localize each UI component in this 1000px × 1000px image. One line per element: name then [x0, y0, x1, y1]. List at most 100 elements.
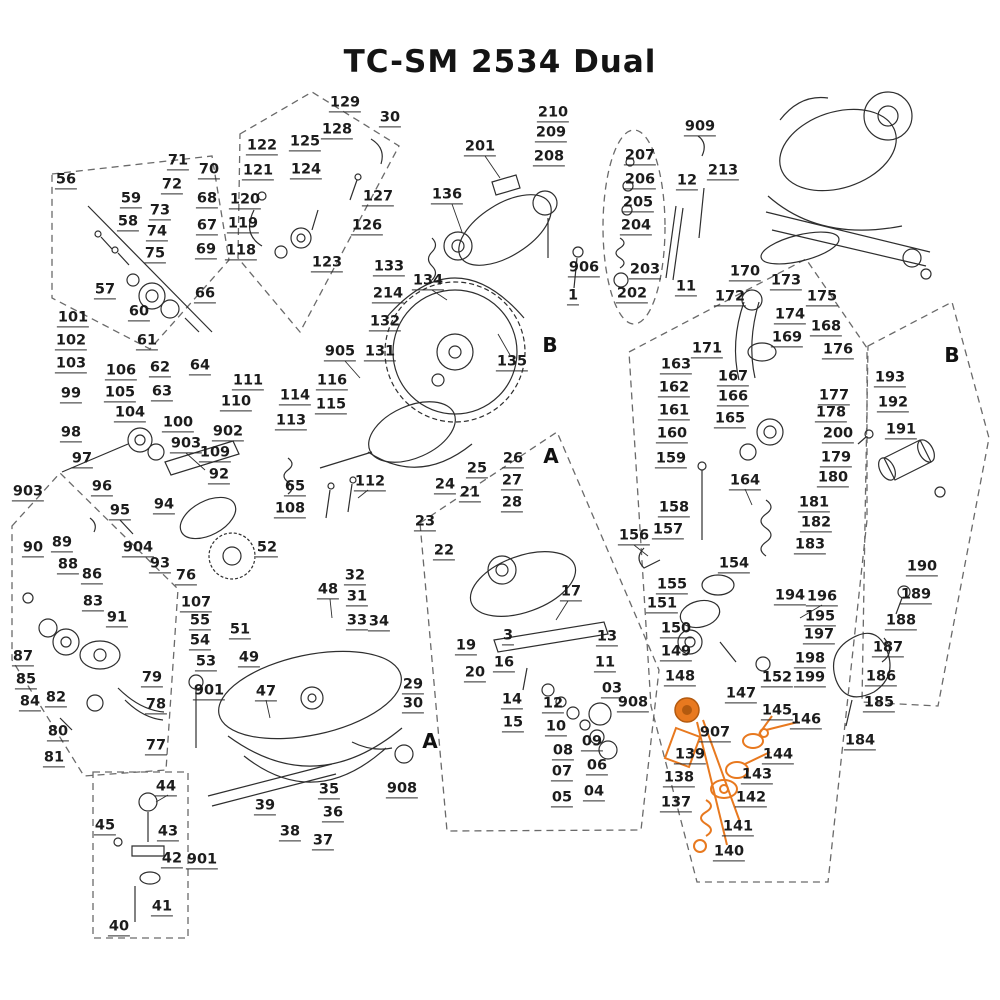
gearbox-spindle-assembly	[61, 427, 256, 580]
part-label-27: 27	[500, 473, 524, 491]
part-label-136: 136	[430, 187, 464, 205]
part-label-1: 1	[566, 288, 580, 306]
part-label-96: 96	[90, 479, 114, 497]
part-label-26: 26	[501, 451, 525, 469]
part-label-170: 170	[728, 264, 762, 282]
part-label-908: 908	[385, 781, 419, 799]
part-label-151: 151	[645, 596, 679, 614]
part-label-14: 14	[500, 692, 524, 710]
part-label-66: 66	[193, 286, 217, 304]
part-label-28: 28	[500, 495, 524, 513]
section-letter-B: B	[542, 333, 558, 357]
part-label-81: 81	[42, 750, 66, 768]
part-label-180: 180	[816, 470, 850, 488]
part-label-12: 12	[675, 173, 699, 191]
part-label-176: 176	[821, 342, 855, 360]
clamp-post-parts	[113, 792, 165, 922]
part-label-103: 103	[54, 356, 88, 374]
part-label-92: 92	[207, 467, 231, 485]
part-label-182: 182	[799, 515, 833, 533]
part-label-73: 73	[148, 203, 172, 221]
part-label-173: 173	[769, 273, 803, 291]
section-letter-A: A	[422, 729, 438, 753]
part-label-33: 33	[345, 613, 369, 631]
part-label-183: 183	[793, 537, 827, 555]
part-label-102: 102	[54, 333, 88, 351]
part-label-143: 143	[740, 767, 774, 785]
part-label-101: 101	[56, 310, 90, 328]
part-label-72: 72	[160, 177, 184, 195]
part-label-168: 168	[809, 319, 843, 337]
motor-assembly	[427, 174, 558, 281]
part-label-34: 34	[367, 614, 391, 632]
part-label-128: 128	[320, 122, 354, 140]
part-label-68: 68	[195, 191, 219, 209]
part-label-82: 82	[44, 690, 68, 708]
part-label-152: 152	[760, 670, 794, 688]
part-label-193: 193	[873, 370, 907, 388]
part-label-79: 79	[140, 670, 164, 688]
part-label-03: 03	[600, 681, 624, 699]
middle-spring-rod	[283, 451, 373, 519]
part-label-191: 191	[884, 422, 918, 440]
part-label-144: 144	[761, 747, 795, 765]
part-label-87: 87	[11, 649, 35, 667]
part-label-64: 64	[188, 358, 212, 376]
part-label-157: 157	[651, 522, 685, 540]
far-right-parts	[833, 429, 946, 727]
part-label-12: 12	[541, 696, 565, 714]
part-label-201: 201	[463, 139, 497, 157]
part-label-55: 55	[188, 613, 212, 631]
part-label-19: 19	[454, 638, 478, 656]
part-label-61: 61	[135, 333, 159, 351]
part-label-30: 30	[401, 696, 425, 714]
part-label-123: 123	[310, 255, 344, 273]
part-label-132: 132	[368, 314, 402, 332]
part-label-198: 198	[793, 651, 827, 669]
part-label-43: 43	[156, 824, 180, 842]
part-label-145: 145	[760, 703, 794, 721]
part-label-98: 98	[59, 425, 83, 443]
part-label-97: 97	[70, 451, 94, 469]
part-label-54: 54	[188, 633, 212, 651]
part-label-147: 147	[724, 686, 758, 704]
part-label-3: 3	[501, 628, 515, 646]
part-label-148: 148	[663, 669, 697, 687]
part-label-195: 195	[803, 609, 837, 627]
part-label-149: 149	[659, 644, 693, 662]
part-label-208: 208	[532, 149, 566, 167]
part-label-141: 141	[721, 819, 755, 837]
part-label-163: 163	[659, 357, 693, 375]
part-label-48: 48	[316, 582, 340, 600]
diagram-title: TC-SM 2534 Dual	[343, 44, 657, 80]
part-label-35: 35	[317, 782, 341, 800]
part-label-134: 134	[411, 273, 445, 291]
part-label-15: 15	[501, 715, 525, 733]
part-label-155: 155	[655, 577, 689, 595]
part-label-909: 909	[683, 119, 717, 137]
part-label-902: 902	[211, 424, 245, 442]
part-label-45: 45	[93, 818, 117, 836]
part-label-904: 904	[121, 540, 155, 558]
part-label-24: 24	[433, 477, 457, 495]
part-label-29: 29	[401, 677, 425, 695]
part-label-178: 178	[814, 405, 848, 423]
part-label-41: 41	[150, 899, 174, 917]
part-label-214: 214	[371, 286, 405, 304]
part-label-63: 63	[150, 384, 174, 402]
part-label-37: 37	[311, 833, 335, 851]
part-label-205: 205	[621, 195, 655, 213]
part-label-204: 204	[619, 218, 653, 236]
part-label-210: 210	[536, 105, 570, 123]
part-label-85: 85	[14, 672, 38, 690]
section-letter-A: A	[543, 444, 559, 468]
part-label-94: 94	[152, 497, 176, 515]
part-label-119: 119	[226, 216, 260, 234]
part-label-56: 56	[54, 172, 78, 190]
part-label-172: 172	[713, 289, 747, 307]
part-label-23: 23	[413, 514, 437, 532]
part-label-167: 167	[716, 369, 750, 387]
part-label-203: 203	[628, 262, 662, 280]
part-label-185: 185	[862, 695, 896, 713]
